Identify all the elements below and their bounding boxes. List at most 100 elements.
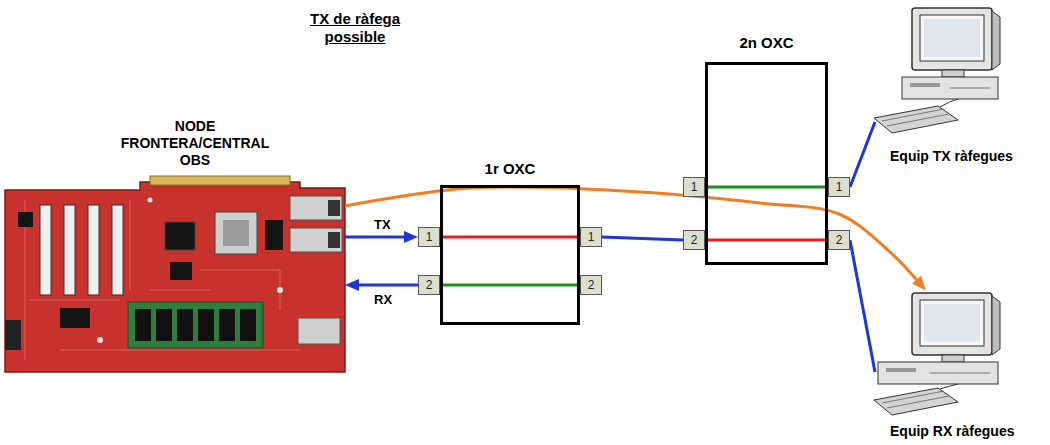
obs-board-part: [265, 220, 283, 250]
obs-board-part: [290, 228, 342, 252]
port-box: 2: [418, 275, 440, 295]
optical-link: [850, 122, 875, 187]
obs-board-part: [298, 318, 340, 344]
port-number: 1: [588, 230, 595, 244]
port-box: 1: [683, 177, 705, 197]
computer-icon-part: [912, 293, 992, 355]
port-box: 1: [580, 227, 602, 247]
computer-icon-part: [924, 19, 980, 57]
obs-board-part: [223, 220, 249, 246]
obs-board-part: [25, 200, 300, 360]
obs-board-part: [88, 205, 99, 295]
optical-link: [850, 240, 875, 372]
computer-icon-part: [940, 99, 958, 107]
obs-board-part: [128, 302, 263, 348]
optical-link: [705, 239, 828, 242]
signal-label: RX: [372, 292, 394, 307]
obs-board-part: [135, 309, 151, 341]
computer-icon: [874, 293, 1000, 415]
computer-icon-part: [920, 300, 984, 346]
port-box: 1: [418, 227, 440, 247]
optical-cross-connect: 2n OXC1212: [705, 34, 828, 265]
port-number: 2: [691, 233, 698, 247]
computer-icon-part: [910, 83, 940, 87]
obs-board-part: [328, 232, 340, 248]
obs-board-part: [240, 309, 256, 341]
obs-board-part: [290, 196, 342, 220]
port-number: 1: [691, 180, 698, 194]
computer-icon-part: [924, 304, 980, 342]
obs-board-part: [215, 212, 257, 254]
computer-icon-part: [882, 109, 944, 121]
computer-icon-part: [940, 384, 958, 389]
computer-icon-part: [874, 388, 958, 415]
port-number: 1: [836, 180, 843, 194]
obs-board-part: [277, 287, 283, 293]
obs-board-part: [177, 309, 193, 341]
computer-icon-part: [992, 11, 1000, 70]
obs-board-part: [60, 308, 90, 328]
computer-icon: [874, 8, 1000, 133]
computer-terminal: Equip RX ràfegues: [875, 290, 1045, 440]
computer-icon-part: [882, 391, 944, 403]
oxc-label: 1r OXC: [440, 160, 580, 178]
optical-link: [602, 237, 683, 240]
port-box: 2: [683, 230, 705, 250]
obs-board-part: [150, 176, 290, 185]
computer-icon-part: [942, 70, 964, 77]
obs-board-part: [156, 309, 172, 341]
computer-icon-part: [992, 296, 1000, 355]
computer-icon-part: [920, 15, 984, 61]
obs-board-part: [165, 222, 195, 250]
signal-arrow: [353, 283, 418, 286]
obs-board-part: [5, 182, 345, 372]
diagram-title: TX de ràfega possible: [300, 10, 410, 46]
label-holder: RX: [372, 292, 394, 307]
signal-label: TX: [372, 217, 393, 232]
computer-icon-part: [950, 88, 990, 89]
optical-cross-connect: 1r OXC1212: [440, 160, 580, 325]
port-box: 2: [828, 230, 850, 250]
obs-board-part: [170, 262, 192, 280]
network-node-board: NODE FRONTERA/CENTRAL OBS: [5, 115, 345, 375]
obs-board-part: [18, 212, 33, 227]
optical-link: [705, 186, 828, 189]
optical-link: [440, 236, 580, 239]
port-number: 2: [836, 233, 843, 247]
obs-board-part: [97, 337, 103, 343]
node-label: NODE FRONTERA/CENTRAL OBS: [115, 115, 275, 169]
obs-board-part: [148, 198, 153, 203]
signal-arrow: [345, 235, 410, 238]
obs-board-part: [40, 205, 51, 295]
computer-icon-part: [930, 373, 990, 374]
computer-icon-part: [878, 362, 998, 384]
port-box: 1: [828, 177, 850, 197]
obs-board-part: [64, 205, 75, 295]
obs-board-part: [328, 200, 340, 216]
label-holder: TX: [372, 217, 393, 232]
computer-icon-part: [887, 396, 949, 408]
oxc-label: 2n OXC: [705, 34, 828, 52]
computer-icon-part: [886, 368, 916, 372]
title-holder: TX de ràfega possible: [300, 10, 410, 46]
equipment-label: Equip TX ràfegues: [875, 148, 1045, 165]
port-box: 2: [580, 275, 602, 295]
obs-board-part: [112, 205, 123, 295]
computer-icon-part: [902, 77, 998, 99]
port-number: 1: [426, 230, 433, 244]
computer-icon-part: [887, 114, 949, 126]
oxc-frame: [440, 185, 580, 325]
equipment-label: Equip RX ràfegues: [875, 423, 1045, 440]
computer-icon-part: [912, 8, 992, 70]
connectors: [345, 122, 920, 372]
oxc-frame: [705, 62, 828, 265]
computer-icon-part: [942, 355, 964, 362]
computer-icon-part: [874, 106, 958, 133]
computer-terminal: Equip TX ràfegues: [875, 5, 1045, 165]
optical-link: [440, 284, 580, 287]
obs-board-part: [219, 309, 235, 341]
obs-board-part: [198, 309, 214, 341]
